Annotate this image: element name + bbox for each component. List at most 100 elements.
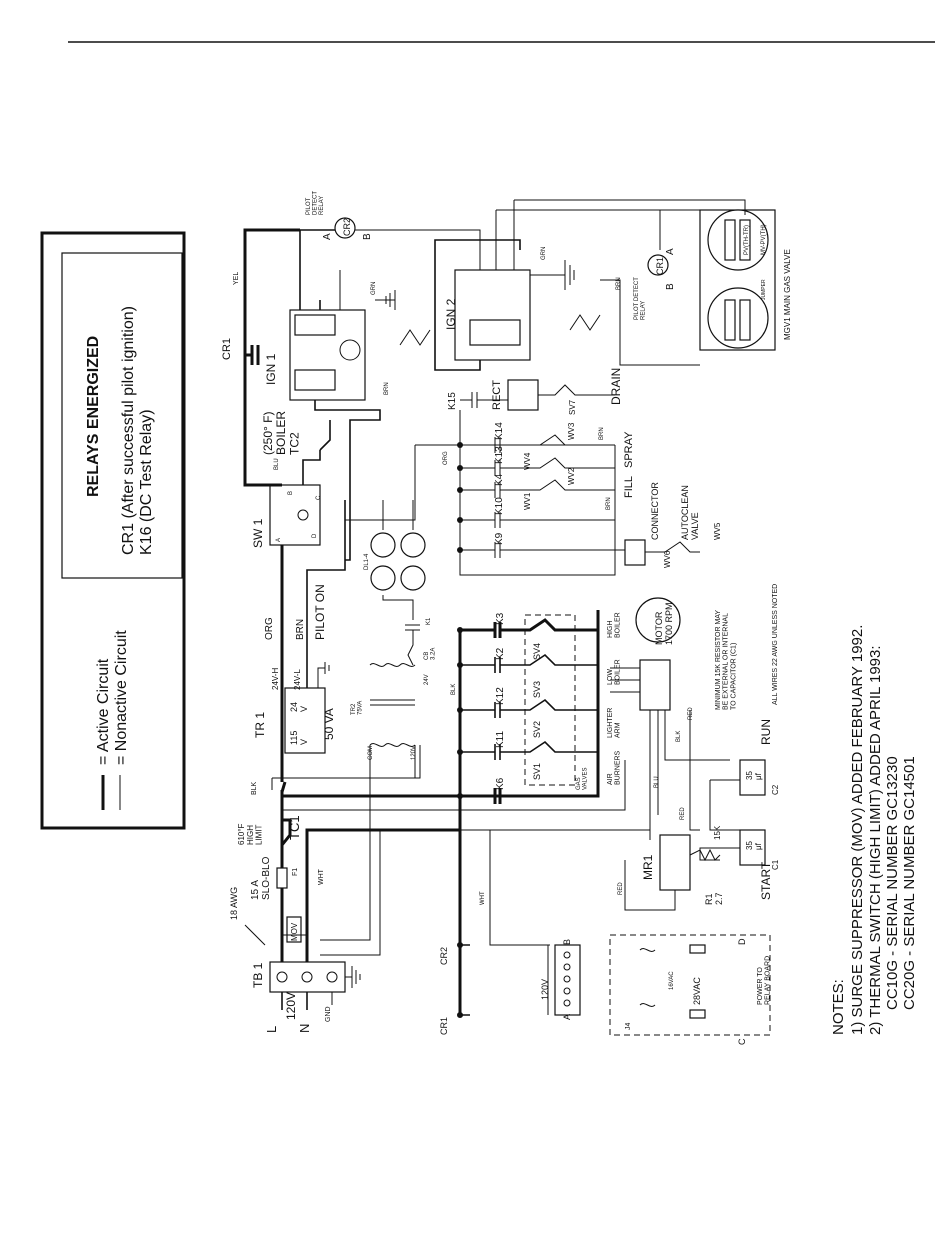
note-4: CC20G - SERIAL NUMBER GC14501: [901, 756, 918, 1010]
cr2-a: A: [322, 233, 333, 240]
k3-label: K3: [495, 612, 506, 625]
org-label: ORG: [264, 617, 275, 640]
k2-label: K2: [495, 647, 506, 660]
ign2-label: IGN 2: [444, 298, 458, 330]
c2-label: C2: [771, 784, 780, 795]
cr1-b: B: [665, 283, 676, 290]
awg-label: 18 AWG: [229, 887, 239, 920]
autoclean-label: AUTOCLEANVALVE: [680, 485, 700, 540]
k12-label: K12: [495, 687, 506, 705]
j4-label: J4: [625, 1023, 632, 1031]
brn-fill: BRN: [606, 497, 612, 510]
notes-block: NOTES: 1) SURGE SUPPRESSOR (MOV) ADDED F…: [830, 625, 918, 1035]
gnd-label: GND: [325, 1006, 332, 1022]
ign1-label: IGN 1: [264, 353, 278, 385]
mr1-label: MR1: [641, 854, 655, 880]
wv4-label: WV4: [523, 452, 532, 470]
relay-row-k3: [457, 618, 598, 638]
valve-row-k4: [457, 479, 615, 498]
sw1-d: D: [312, 533, 318, 538]
c1-label: C1: [771, 859, 780, 870]
tr1-24vl: 24V-L: [293, 669, 302, 690]
relay-board-connector: A B: [554, 939, 581, 1020]
rect-label: RECT: [491, 380, 503, 410]
brn-mgv: BRN: [616, 277, 622, 290]
cb-label: CB3.2A: [424, 648, 437, 660]
legend-line2: K16 (DC Test Relay): [138, 409, 155, 555]
k14-label: K14: [494, 422, 505, 440]
tr1-115v: 115V: [289, 731, 309, 745]
k10-label: K10: [494, 497, 505, 515]
relay-row-k6: [457, 788, 502, 804]
pilot-on-label: PILOT ON: [313, 584, 327, 640]
connector-label: CONNECTOR: [650, 482, 660, 540]
grn-label: GRN: [371, 282, 377, 295]
mains-N: N: [297, 1024, 312, 1033]
pilot-detect2-label: PILOT DETECTRELAY: [634, 277, 647, 320]
legend-title: RELAYS ENERGIZED: [85, 336, 102, 497]
mgv-mvpv: MV-PV(TH): [761, 224, 767, 255]
mgv-label: MGV1 MAIN GAS VALVE: [783, 249, 792, 340]
run-label: RUN: [759, 719, 773, 745]
board-c: C: [737, 1038, 747, 1045]
cr2-board: CR2: [439, 947, 449, 965]
lighter-arm-label: LIGHTERARM: [607, 708, 622, 738]
tb1-label: TB 1: [251, 962, 265, 988]
note-2: 2) THERMAL SWITCH (HIGH LIMIT) ADDED APR…: [867, 645, 884, 1035]
power-relay-board: J4 16VAC 28VAC POWER TORELAY BOARD C D: [609, 934, 772, 1045]
mov-suppressor: [286, 916, 302, 943]
red-motor2: RED: [680, 807, 686, 820]
legend-nonactive: = Nonactive Circuit: [113, 630, 130, 765]
switch-sw1: SW 1 A B C D: [251, 484, 322, 548]
fuse-f1-label: F1: [292, 868, 299, 876]
blk-label: BLK: [251, 781, 258, 795]
blu-motor: BLU: [654, 776, 660, 788]
v28-label: 28VAC: [692, 977, 702, 1005]
k11-label: K11: [495, 731, 506, 748]
tr1-50va: 50 VA: [322, 708, 336, 740]
mgv-jumper: JUMPER: [761, 279, 767, 300]
mov-label: MOV: [290, 922, 299, 941]
igniter-ign1: IGN 1: [264, 309, 366, 401]
capacitor-c2: [739, 759, 766, 796]
drain-label: DRAIN: [609, 368, 623, 405]
sv4-label: SV4: [532, 643, 542, 660]
board-d: D: [737, 938, 747, 945]
red-mr1: RED: [618, 882, 624, 895]
tr2-120v: 120V: [411, 746, 417, 760]
autoclean-connector: [624, 539, 646, 566]
capacitor-c1: [739, 829, 766, 866]
transformer-tr1: TR 1 115V 24V 50 VA 24V-H 24V-L: [253, 668, 336, 754]
wv1-label: WV1: [523, 492, 532, 510]
cr1-label: CR1: [655, 257, 665, 275]
motor-relay-mr1: [659, 834, 691, 891]
igniter-ign2: IGN 2: [444, 269, 531, 361]
sw1-b: B: [288, 491, 294, 495]
c2-value: 35μf: [745, 771, 763, 780]
gas-valves-label: GASVALVES: [576, 768, 589, 790]
cr1-board: CR1: [439, 1017, 449, 1035]
rectifier: [507, 379, 539, 411]
sw1-a: A: [276, 538, 282, 542]
legend-line1: CR1 (After successful pilot ignition): [120, 306, 137, 555]
lamps-dl1-4: DL1-4: [364, 532, 426, 591]
terminal-block-tb1: TB 1 L N 120V GND: [251, 961, 346, 1033]
blu-label: BLU: [274, 458, 280, 470]
wv3-label: WV3: [567, 422, 576, 440]
motor: MOTOR1700 RPM MINIMUM 15K RESISTOR MAYBE…: [635, 597, 737, 711]
brn-ign1: BRN: [384, 382, 390, 395]
k15-label: K15: [447, 392, 458, 410]
relay-row-k12: [457, 698, 598, 718]
legend-box: RELAYS ENERGIZED CR1 (After successful p…: [40, 231, 186, 830]
relay-row-k11: [457, 740, 598, 760]
note-1: 1) SURGE SUPPRESSOR (MOV) ADDED FEBRUARY…: [849, 625, 866, 1035]
k4-label: K4: [494, 473, 505, 486]
relay-cr2: [334, 217, 356, 239]
conn-b: B: [562, 939, 572, 945]
fuse-rating: 15 ASLO-BLO: [250, 856, 272, 900]
v16-label: 16VAC: [669, 971, 675, 990]
k13-label: K13: [494, 446, 505, 464]
r1-label: R12.7: [704, 892, 724, 905]
sw1-label: SW 1: [251, 518, 265, 548]
